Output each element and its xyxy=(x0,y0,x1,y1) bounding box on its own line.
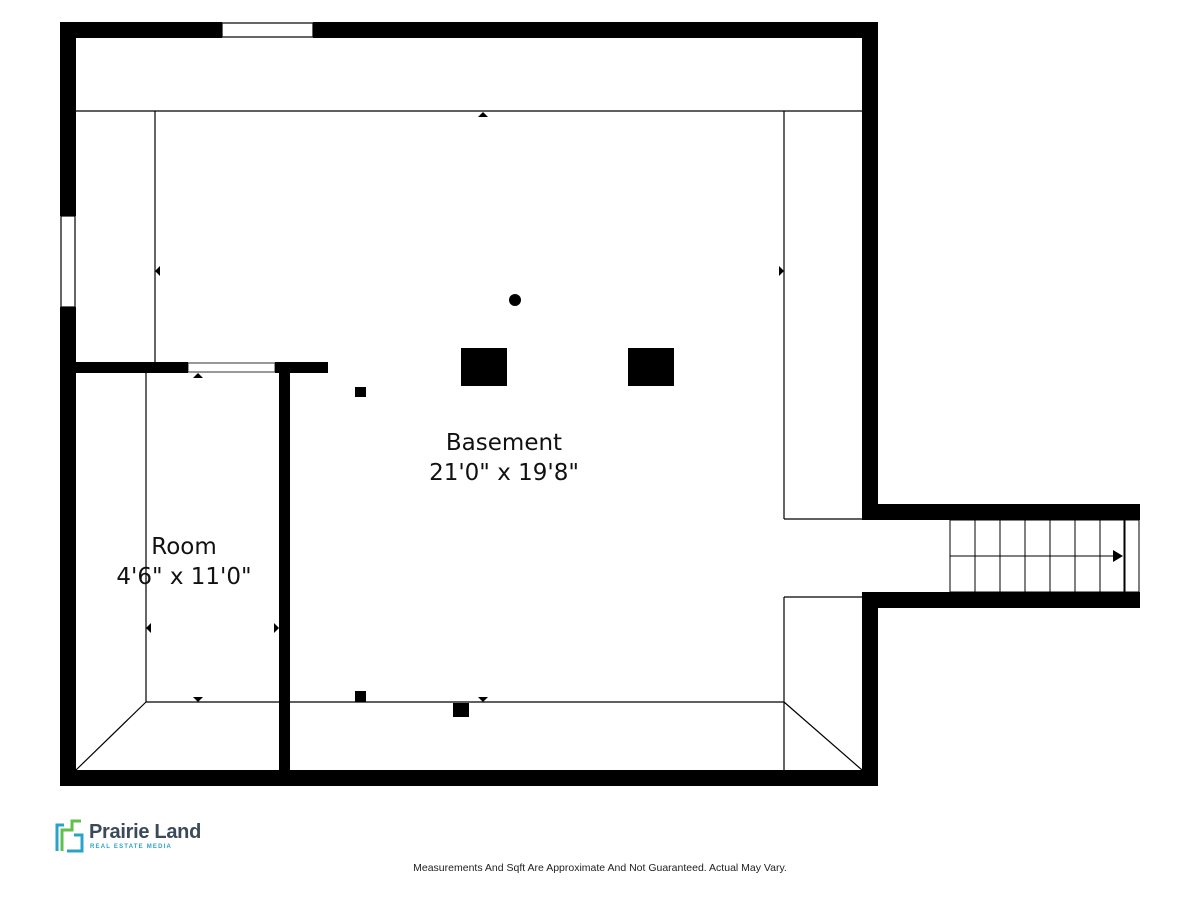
logo-tagline: REAL ESTATE MEDIA xyxy=(90,844,173,850)
stair-direction-arrow xyxy=(1113,550,1123,562)
room-wall-top-right xyxy=(275,362,328,373)
marker-bottom xyxy=(478,697,488,702)
stair-wall-bottom xyxy=(862,592,1140,608)
door-threshold xyxy=(187,362,276,373)
walls xyxy=(60,22,1140,786)
stair-landing xyxy=(1123,519,1140,593)
wall-left-lower xyxy=(60,307,76,786)
basement-label: Basement 21'0" x 19'8" xyxy=(384,428,624,488)
marker-top xyxy=(478,112,488,117)
room-label: Room 4'6" x 11'0" xyxy=(84,532,284,592)
column-1 xyxy=(461,348,507,386)
window-top xyxy=(221,22,314,38)
room-name: Room xyxy=(151,534,217,560)
post-1 xyxy=(355,387,366,397)
room-dimensions: 4'6" x 11'0" xyxy=(116,564,252,590)
floor-drain xyxy=(509,294,521,306)
windows xyxy=(60,22,314,308)
column-2 xyxy=(628,348,674,386)
interior-outlines xyxy=(75,110,863,771)
wall-top-left xyxy=(60,22,222,38)
wall-left-upper xyxy=(60,22,76,216)
post-2 xyxy=(355,691,366,702)
logo-name: Prairie Land xyxy=(89,821,201,843)
staircase xyxy=(949,519,1140,593)
stair-wall-top xyxy=(862,504,1140,520)
bottom-left-bevel xyxy=(75,701,147,771)
logo-mark-middle xyxy=(60,819,81,851)
wall-right-lower xyxy=(862,597,878,786)
marker-room-right xyxy=(274,623,279,633)
marker-right xyxy=(779,266,784,276)
wall-bottom xyxy=(60,770,878,786)
logo-mark-inner xyxy=(67,833,84,853)
marker-room-left xyxy=(146,623,151,633)
dimension-markers xyxy=(146,112,784,702)
bottom-right-bevel xyxy=(783,701,863,771)
basement-name: Basement xyxy=(445,430,563,456)
window-left xyxy=(60,215,76,308)
logo-mark-outer xyxy=(55,823,64,851)
room-wall-right xyxy=(279,362,290,770)
basement-dimensions: 21'0" x 19'8" xyxy=(429,460,579,486)
wall-right-upper xyxy=(862,22,878,519)
disclaimer-text: Measurements And Sqft Are Approximate An… xyxy=(413,862,787,874)
wall-top-right xyxy=(313,22,878,38)
marker-room-bottom xyxy=(193,697,203,702)
brand-logo: Prairie Land REAL ESTATE MEDIA xyxy=(54,815,214,855)
marker-left xyxy=(155,266,160,276)
post-3 xyxy=(453,703,469,717)
room-door-opening xyxy=(187,362,276,373)
logo-mark-icon xyxy=(55,819,84,853)
fixtures xyxy=(355,294,674,717)
marker-room-top xyxy=(193,373,203,378)
room-wall-top-left xyxy=(76,362,188,373)
